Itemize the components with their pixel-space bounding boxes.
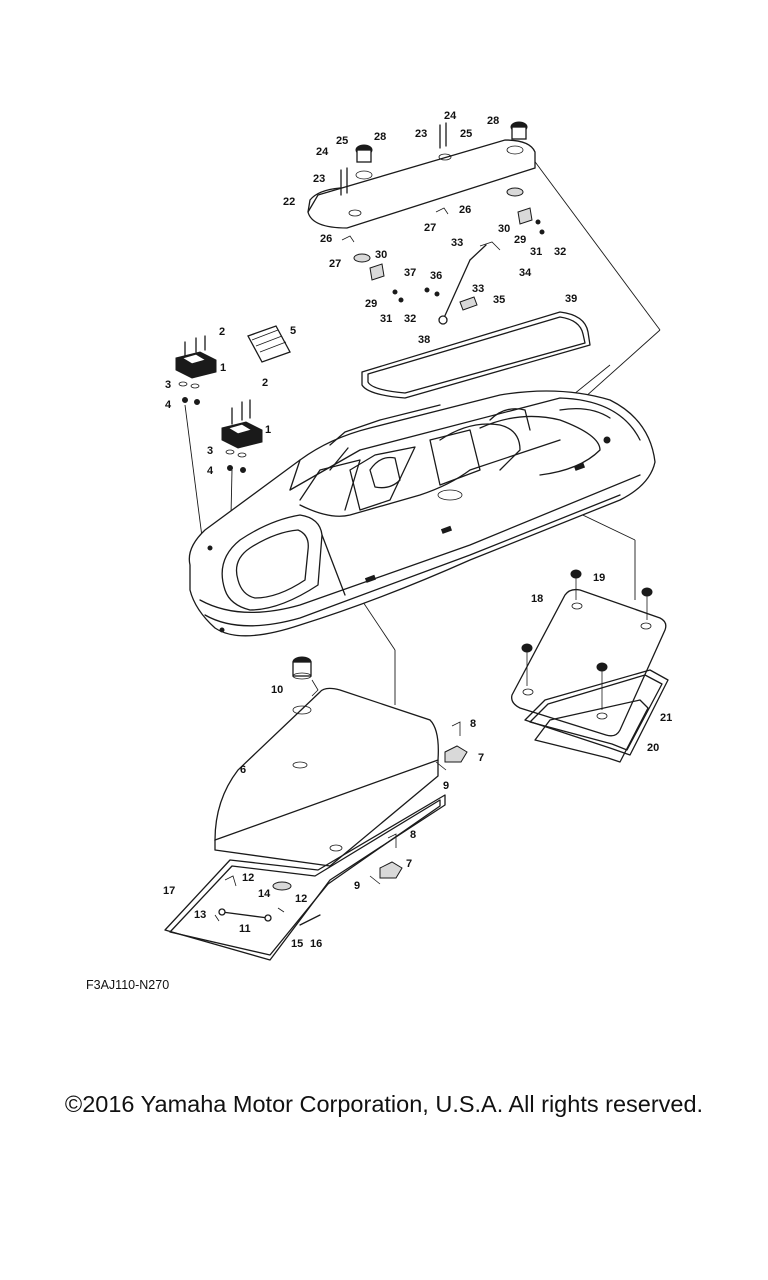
callout-20: 20: [647, 742, 659, 754]
callout-25: 25: [336, 135, 348, 147]
callout-12: 12: [242, 872, 254, 884]
callout-36: 36: [430, 270, 442, 282]
callout-26: 26: [320, 233, 332, 245]
callout-31: 31: [380, 313, 392, 325]
callout-28: 28: [374, 131, 386, 143]
callout-24: 24: [316, 146, 329, 158]
callout-6: 6: [240, 764, 246, 776]
callout-12: 12: [295, 893, 307, 905]
callout-24: 24: [444, 110, 457, 122]
callout-8: 8: [410, 829, 416, 841]
callout-23: 23: [415, 128, 427, 140]
callout-27: 27: [329, 258, 341, 270]
callout-1: 1: [220, 362, 226, 374]
callout-13: 13: [194, 909, 206, 921]
callout-14: 14: [258, 888, 271, 900]
callout-9: 9: [354, 880, 360, 892]
callout-37: 37: [404, 267, 416, 279]
callout-29: 29: [514, 234, 526, 246]
callout-30: 30: [375, 249, 387, 261]
callout-3: 3: [207, 445, 213, 457]
callout-29: 29: [365, 298, 377, 310]
parts-exploded-diagram: 1 1 2 2 3 3 4 4 5 6 7 7 8 8 9 9 10 11 12…: [163, 110, 672, 961]
lower-seat-cushion: [214, 687, 439, 867]
callout-18: 18: [531, 593, 543, 605]
callout-27: 27: [424, 222, 436, 234]
engine-hatch-seal: [361, 311, 591, 399]
callout-17: 17: [163, 885, 175, 897]
callout-labels: 1 1 2 2 3 3 4 4 5 6 7 7 8 8 9 9 10 11 12…: [163, 110, 672, 950]
cleat-bracket-upper: [175, 335, 217, 405]
callout-2: 2: [219, 326, 225, 338]
callout-23: 23: [313, 173, 325, 185]
callout-32: 32: [554, 246, 566, 258]
callout-11: 11: [239, 923, 251, 935]
callout-16: 16: [310, 938, 322, 950]
callout-19: 19: [593, 572, 605, 584]
callout-7: 7: [406, 858, 412, 870]
callout-4: 4: [207, 465, 214, 477]
cup-holder-28a: [355, 144, 373, 180]
callout-26: 26: [459, 204, 471, 216]
upper-seat-cushion: [307, 139, 536, 263]
boat-hull: [188, 390, 656, 637]
callout-33: 33: [472, 283, 484, 295]
callout-3: 3: [165, 379, 171, 391]
grip-pad: [247, 325, 291, 363]
cup-holder-10: [292, 656, 319, 715]
callout-8: 8: [470, 718, 476, 730]
callout-4: 4: [165, 399, 172, 411]
callout-38: 38: [418, 334, 430, 346]
callout-21: 21: [660, 712, 672, 724]
callout-34: 34: [519, 267, 532, 279]
callout-15: 15: [291, 938, 303, 950]
callout-9: 9: [443, 780, 449, 792]
callout-10: 10: [271, 684, 283, 696]
diagram-code: F3AJ110-N270: [86, 978, 170, 992]
cleat-bracket-lower: [221, 399, 263, 473]
small-hardware-upper: [340, 122, 545, 311]
callout-28: 28: [487, 115, 499, 127]
callout-33: 33: [451, 237, 463, 249]
callout-25: 25: [460, 128, 472, 140]
callout-32: 32: [404, 313, 416, 325]
hinge-brackets: [369, 721, 468, 885]
callout-35: 35: [493, 294, 505, 306]
gas-strut: [438, 241, 501, 325]
callout-39: 39: [565, 293, 577, 305]
lower-base-frame: [164, 794, 446, 961]
callout-31: 31: [530, 246, 542, 258]
callout-5: 5: [290, 325, 296, 337]
access-panel: [511, 569, 669, 763]
callout-30: 30: [498, 223, 510, 235]
callout-2: 2: [262, 377, 268, 389]
copyright-notice: ©2016 Yamaha Motor Corporation, U.S.A. A…: [64, 1091, 704, 1117]
callout-7: 7: [478, 752, 484, 764]
callout-1: 1: [265, 424, 271, 436]
callout-22: 22: [283, 196, 295, 208]
cup-holder-28b: [506, 121, 528, 155]
